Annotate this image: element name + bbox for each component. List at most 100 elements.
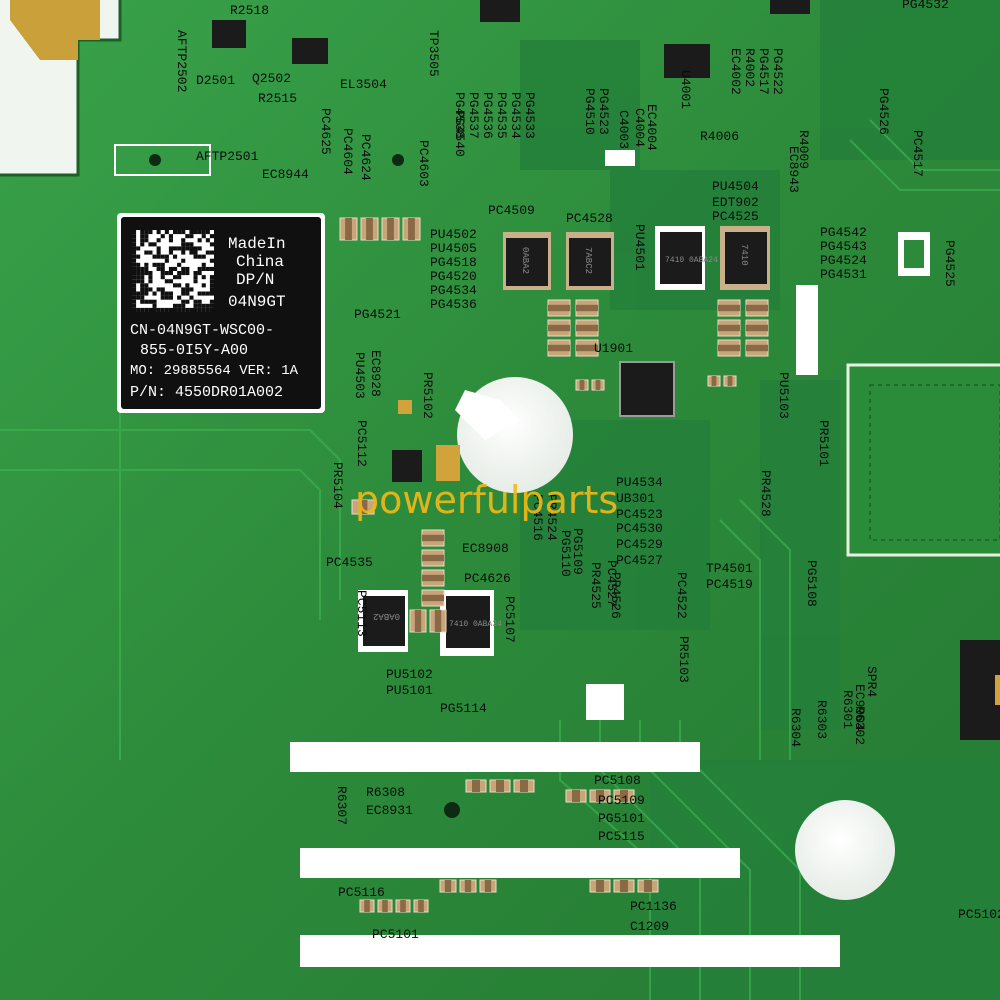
sticker-cn: CN-04N9GT-WSC00- <box>130 322 274 339</box>
silkscreen-label: PG4510 <box>582 88 597 135</box>
silkscreen-label: R6303 <box>814 700 829 739</box>
silkscreen-label: U1901 <box>594 341 633 356</box>
chip-pu5103 <box>392 450 422 482</box>
chip-pu4504: 7410 <box>720 226 770 290</box>
watermark-text: powerfulparts <box>355 478 618 522</box>
silkscreen-label: EDT902 <box>712 195 759 210</box>
capacitor-body <box>576 324 598 332</box>
capacitor-body <box>746 344 768 352</box>
silkscreen-label: PC4523 <box>616 507 663 522</box>
silkscreen-label: PU4534 <box>616 475 663 490</box>
silkscreen-label: PC5107 <box>502 596 517 643</box>
silkscreen-label: R6301 <box>840 690 855 729</box>
capacitor-body <box>576 304 598 312</box>
capacitor-body <box>408 218 415 240</box>
silkscreen-label: EC8944 <box>262 167 309 182</box>
silkscreen-label: PR5103 <box>676 636 691 683</box>
silkscreen-label: PG4540 <box>452 110 467 157</box>
silkscreen-label: PU4502 <box>430 227 477 242</box>
capacitor-body <box>596 790 604 802</box>
silkscreen-label: PC5103 <box>0 0 47 4</box>
silkscreen-label: PU4503 <box>352 352 367 399</box>
silkscreen-label: PG4523 <box>596 88 611 135</box>
silkscreen-bars <box>114 144 840 967</box>
chip-top-mid <box>480 0 520 22</box>
silkscreen-label: PC4530 <box>616 521 663 536</box>
capacitor-body <box>496 780 504 792</box>
silkscreen-label: PU4501 <box>632 224 647 271</box>
silkscreen-label: PG4521 <box>354 307 401 322</box>
silkscreen-label: EC8931 <box>366 803 413 818</box>
silkscreen-label: PC5109 <box>598 793 645 808</box>
chip-u1901-inner <box>904 240 924 268</box>
chip-pu5102: 0ABA2 <box>358 590 408 652</box>
silkscreen-label: TP3505 <box>426 30 441 77</box>
silkscreen-label: PC4527 <box>616 553 663 568</box>
silkscreen-label: R6302 <box>852 706 867 745</box>
chip-pg5108-pad <box>586 684 624 720</box>
silkscreen-label: PC5112 <box>354 420 369 467</box>
capacitor-body <box>422 574 444 582</box>
silkscreen-label: PG4517 <box>756 48 771 95</box>
silkscreen-label: PG4543 <box>820 239 867 254</box>
capacitor-body <box>364 900 370 912</box>
silkscreen-label: PG5101 <box>598 811 645 826</box>
svg-text:0ABA2: 0ABA2 <box>373 611 400 621</box>
silkscreen-label: PC4535 <box>326 555 373 570</box>
silkscreen-label: PG4525 <box>942 240 957 287</box>
silkscreen-label: PC4626 <box>464 571 511 586</box>
capacitor-body <box>400 900 406 912</box>
silkscreen-label: AFTP2501 <box>196 149 259 164</box>
silkscreen-label: EC8943 <box>786 146 801 193</box>
capacitor-body <box>464 880 472 892</box>
silkscreen-label: PG4536 <box>430 297 477 312</box>
capacitor-body <box>718 304 740 312</box>
capacitor-body <box>520 780 528 792</box>
silkscreen-label: PR5101 <box>816 420 831 467</box>
silkscreen-label: EC4002 <box>728 48 743 95</box>
gold-pad-pr5104 <box>398 400 412 414</box>
gold-edge-tab <box>10 0 100 60</box>
silkscreen-label: PC4517 <box>910 130 925 177</box>
silkscreen-label: R2518 <box>230 3 269 18</box>
capacitor-body <box>644 880 652 892</box>
silkscreen-label: PG4526 <box>876 88 891 135</box>
capacitor-body <box>548 324 570 332</box>
capacitor-body <box>579 380 585 390</box>
sticker-line-3: DP/N <box>236 271 274 289</box>
silkscreen-label: EC4004 <box>644 104 659 151</box>
silkscreen-label: PC4516 <box>530 494 545 541</box>
silkscreen-label: Q2502 <box>252 71 291 86</box>
chip-controller-qfn <box>619 361 675 417</box>
capacitor-body <box>718 324 740 332</box>
silkscreen-label: PG4531 <box>820 267 867 282</box>
svg-text:0ABA2: 0ABA2 <box>520 247 530 274</box>
capacitor-body <box>595 380 601 390</box>
silkscreen-label: R6307 <box>334 786 349 825</box>
silkscreen-label: PU5102 <box>386 667 433 682</box>
silkscreen-label: PC4527 <box>604 560 619 607</box>
chip-pu4501: 0ABA2 <box>503 232 551 290</box>
capacitor-body <box>422 594 444 602</box>
capacitor-body <box>711 376 717 386</box>
silkscreen-label: PG5108 <box>804 560 819 607</box>
silkscreen-label: PC4528 <box>566 211 613 226</box>
capacitor-body <box>746 304 768 312</box>
capacitor-body <box>345 218 352 240</box>
silkscreen-label: PC5101 <box>372 927 419 942</box>
silkscreen-label: PU4504 <box>712 179 759 194</box>
silkscreen-label: PC4529 <box>616 537 663 552</box>
silkscreen-label: C4004 <box>632 108 647 147</box>
silkscreen-label: PC4603 <box>416 140 431 187</box>
silkscreen-label: PC5108 <box>594 773 641 788</box>
svg-text:7ABC2: 7ABC2 <box>583 247 593 274</box>
silkscreen-label: PG4536 <box>480 92 495 139</box>
capacitor-body <box>718 344 740 352</box>
silkscreen-label: PC5113 <box>354 590 369 637</box>
capacitor-body <box>358 500 368 514</box>
svg-text:7410: 7410 <box>739 244 749 266</box>
capacitor-body <box>620 880 628 892</box>
chip-pu5101: 7410 0ABA24 <box>440 590 502 656</box>
